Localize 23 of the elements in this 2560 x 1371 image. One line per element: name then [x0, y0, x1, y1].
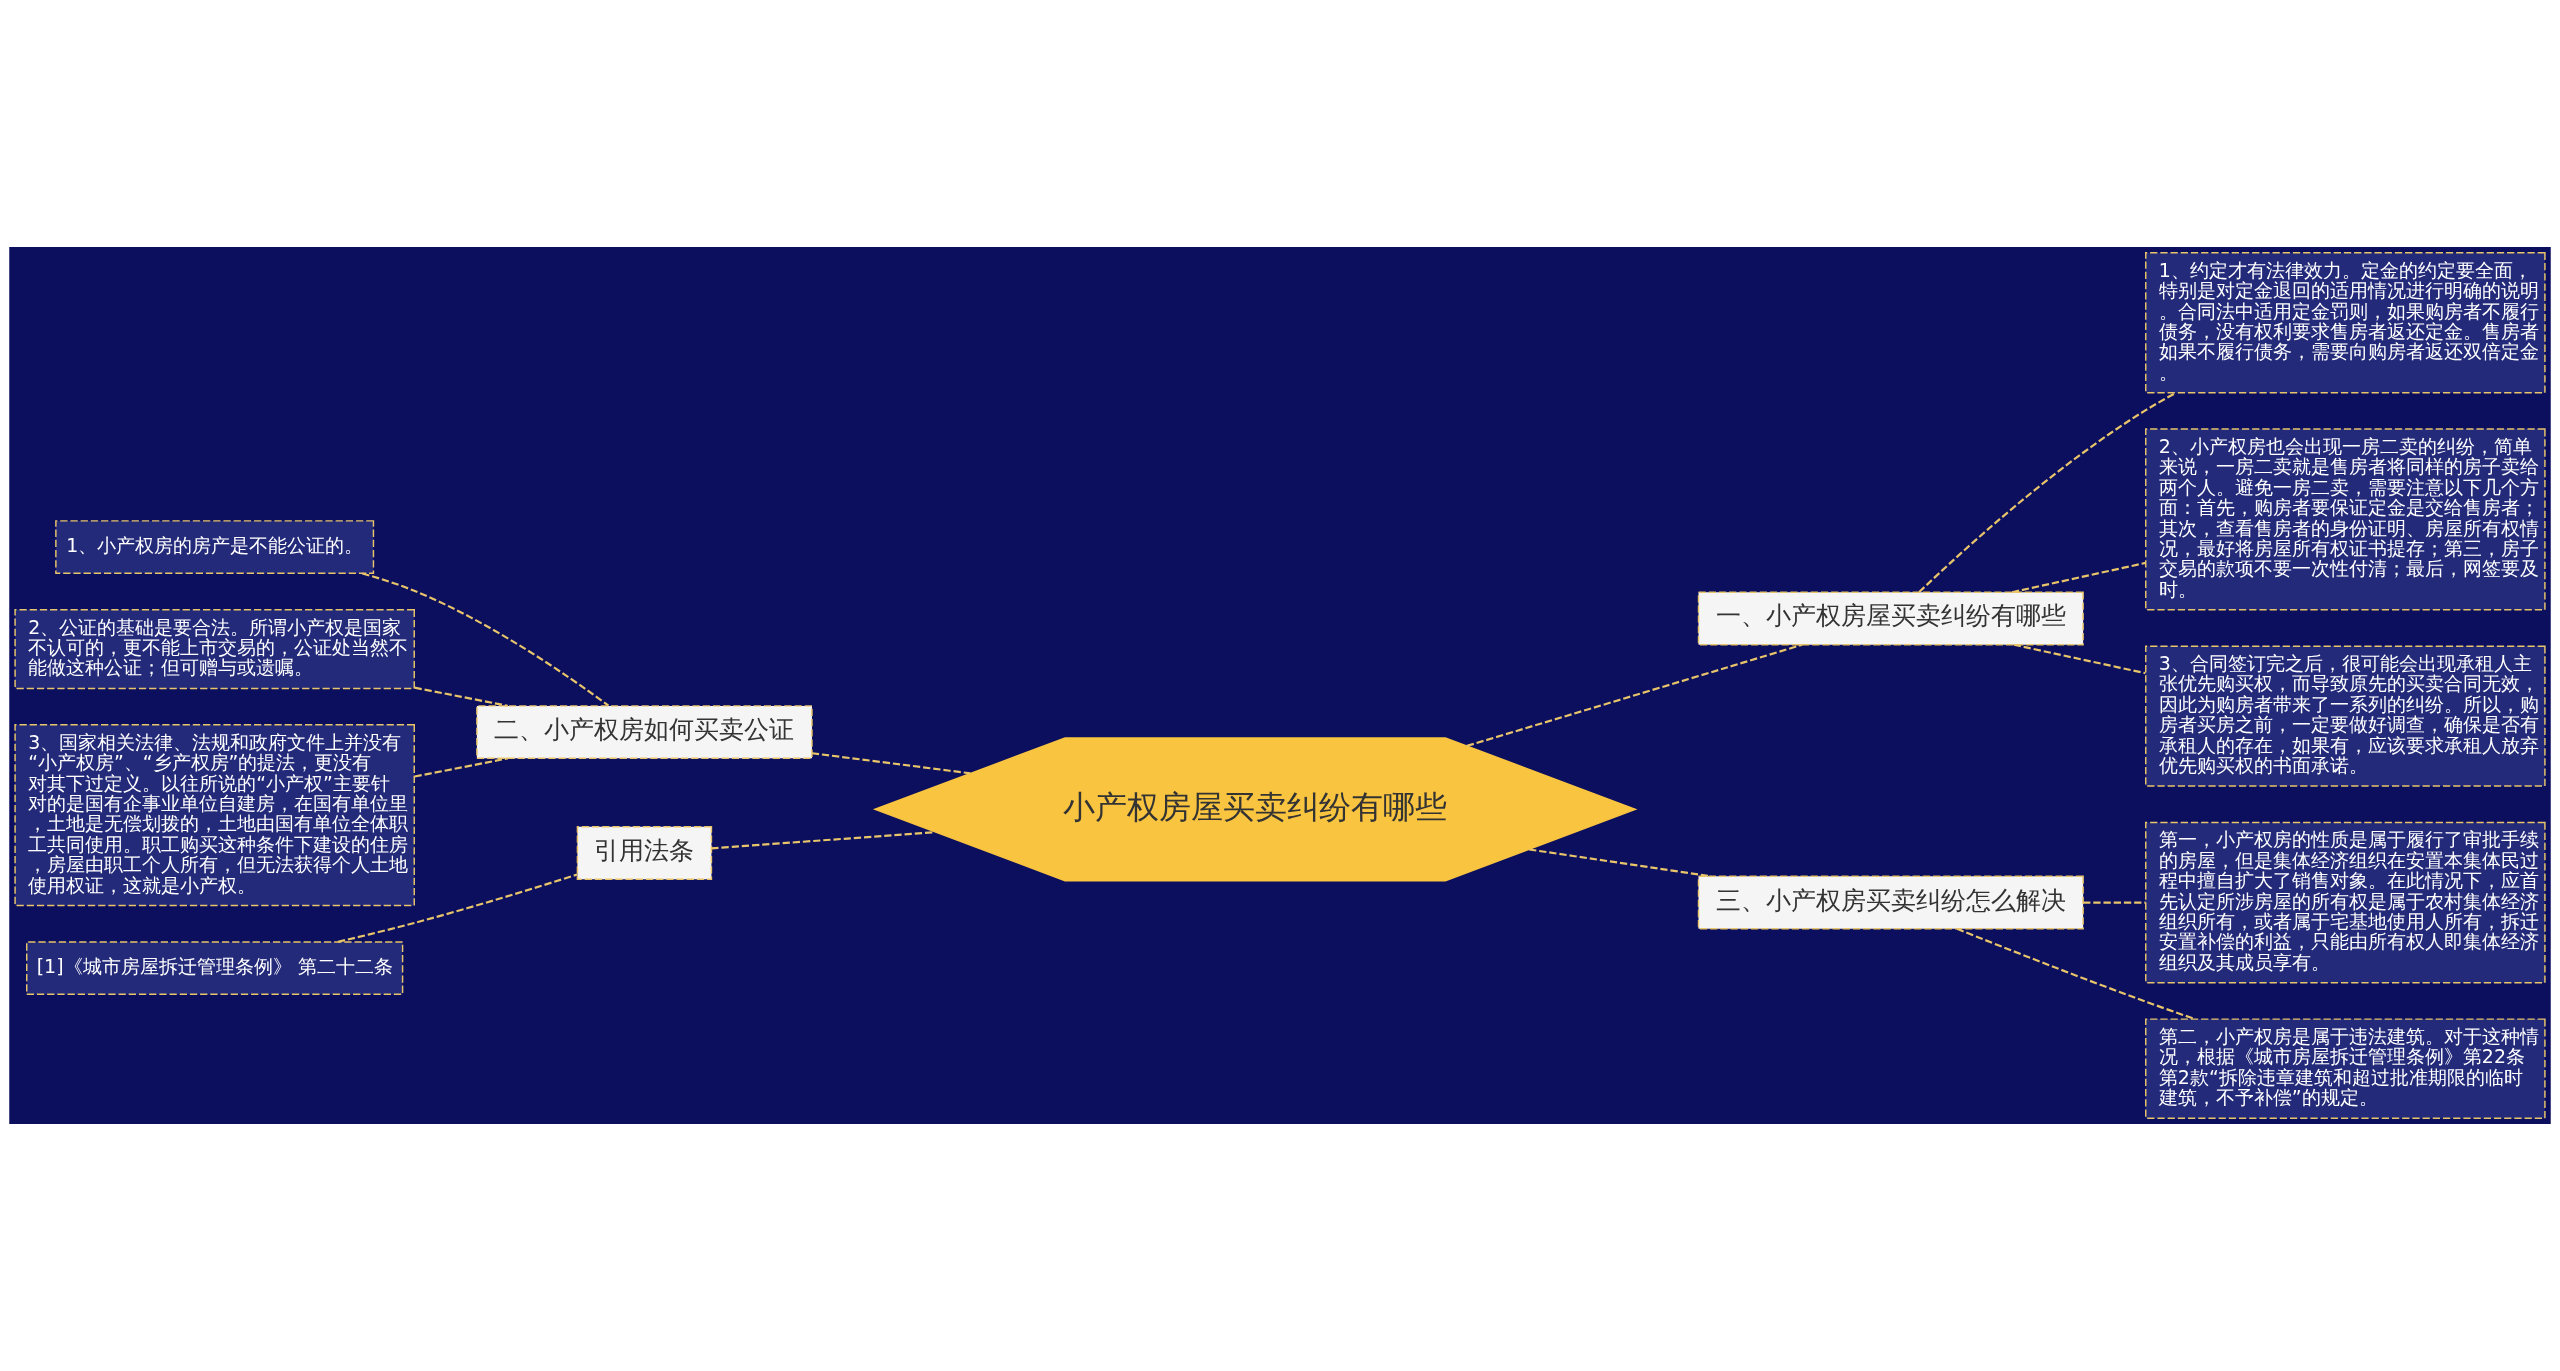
- node-box: 1、约定才有法律效力。定金的约定要全面，特别是对定金退回的适用情况进行明确的说明。合同法中适用定金罚则，如果购房者不履行债务，没有权利要求售房者返还定金。售房者如果不履行债务，需要向购房者返还双倍定金。: [2145, 252, 2546, 394]
- node-box: 2、小产权房也会出现一房二卖的纠纷，简单来说，一房二卖就是售房者将同样的房子卖给两个人。避免一房二卖，需要注意以下几个方面：首先，购房者要保证定金是交给售房者；其次，查看售房者的身份证明、房屋所有权情况，最好将房屋所有权证书提存；第三，房子交易的款项不要一次性付清；最后，网签要及时。: [2145, 428, 2546, 611]
- connector: [811, 752, 971, 775]
- node-box: 2、公证的基础是要合法。所谓小产权是国家不认可的，更不能上市交易的，公证处当然不能做这种公证；但可赠与或遗嘱。: [14, 609, 415, 690]
- node-box: 1、小产权房的房产是不能公证的。: [55, 520, 375, 575]
- node-box: 一、小产权房屋买卖纠纷有哪些: [1697, 591, 2084, 646]
- node-box: [1]《城市房屋拆迁管理条例》 第二十二条: [26, 941, 404, 996]
- node-box: 3、合同签订完之后，很可能会出现承租人主张优先购买权，而导致原先的买卖合同无效，因此为购房者带来了一系列的纠纷。所以，购房者买房之前，一定要做好调查，确保是否有承租人的存在，如果有，应该要求承租人放弃优先购买权的书面承诺。: [2145, 645, 2546, 787]
- connector: [414, 757, 508, 778]
- connector: [362, 572, 610, 707]
- connector: [1918, 391, 2177, 593]
- connector: [414, 686, 508, 707]
- node-box: 三、小产权房买卖纠纷怎么解决: [1697, 875, 2084, 930]
- node-box: 第一，小产权房的性质是属于履行了审批手续的房屋，但是集体经济组织在安置本集体民过程中擅自扩大了销售对象。在此情况下，应首先认定所涉房屋的所有权是属于农村集体经济组织所有，或者属于宅基地使用人所有，拆迁安置补偿的利益，只能由所有权人即集体经济组织及其成员享有。: [2145, 821, 2546, 984]
- connector: [2013, 643, 2146, 675]
- connector: [2011, 561, 2146, 594]
- connector: [1956, 927, 2196, 1021]
- node-box: 第二，小产权房是属于违法建筑。对于这种情况，根据《城市房屋拆迁管理条例》第22条第2款“拆除违章建筑和超过批准期限的临时建筑，不予补偿”的规定。: [2145, 1018, 2546, 1119]
- node-box: 引用法条: [576, 826, 713, 880]
- connector: [2083, 901, 2146, 904]
- node-box: 3、国家相关法律、法规和政府文件上并没有“小产权房”、“乡产权房”的提法，更没有对其下过定义。以往所说的“小产权”主要针对的是国有企事业单位自建房，在国有单位里，土地是无偿划拨的，土地由国有单位全体职工共同使用。职工购买这种条件下建设的住房，房屋由职工个人所有，但无法获得个人土地使用权证，这就是小产权。: [14, 724, 415, 907]
- connector: [1466, 643, 1803, 747]
- node-box: 二、小产权房如何买卖公证: [476, 705, 813, 760]
